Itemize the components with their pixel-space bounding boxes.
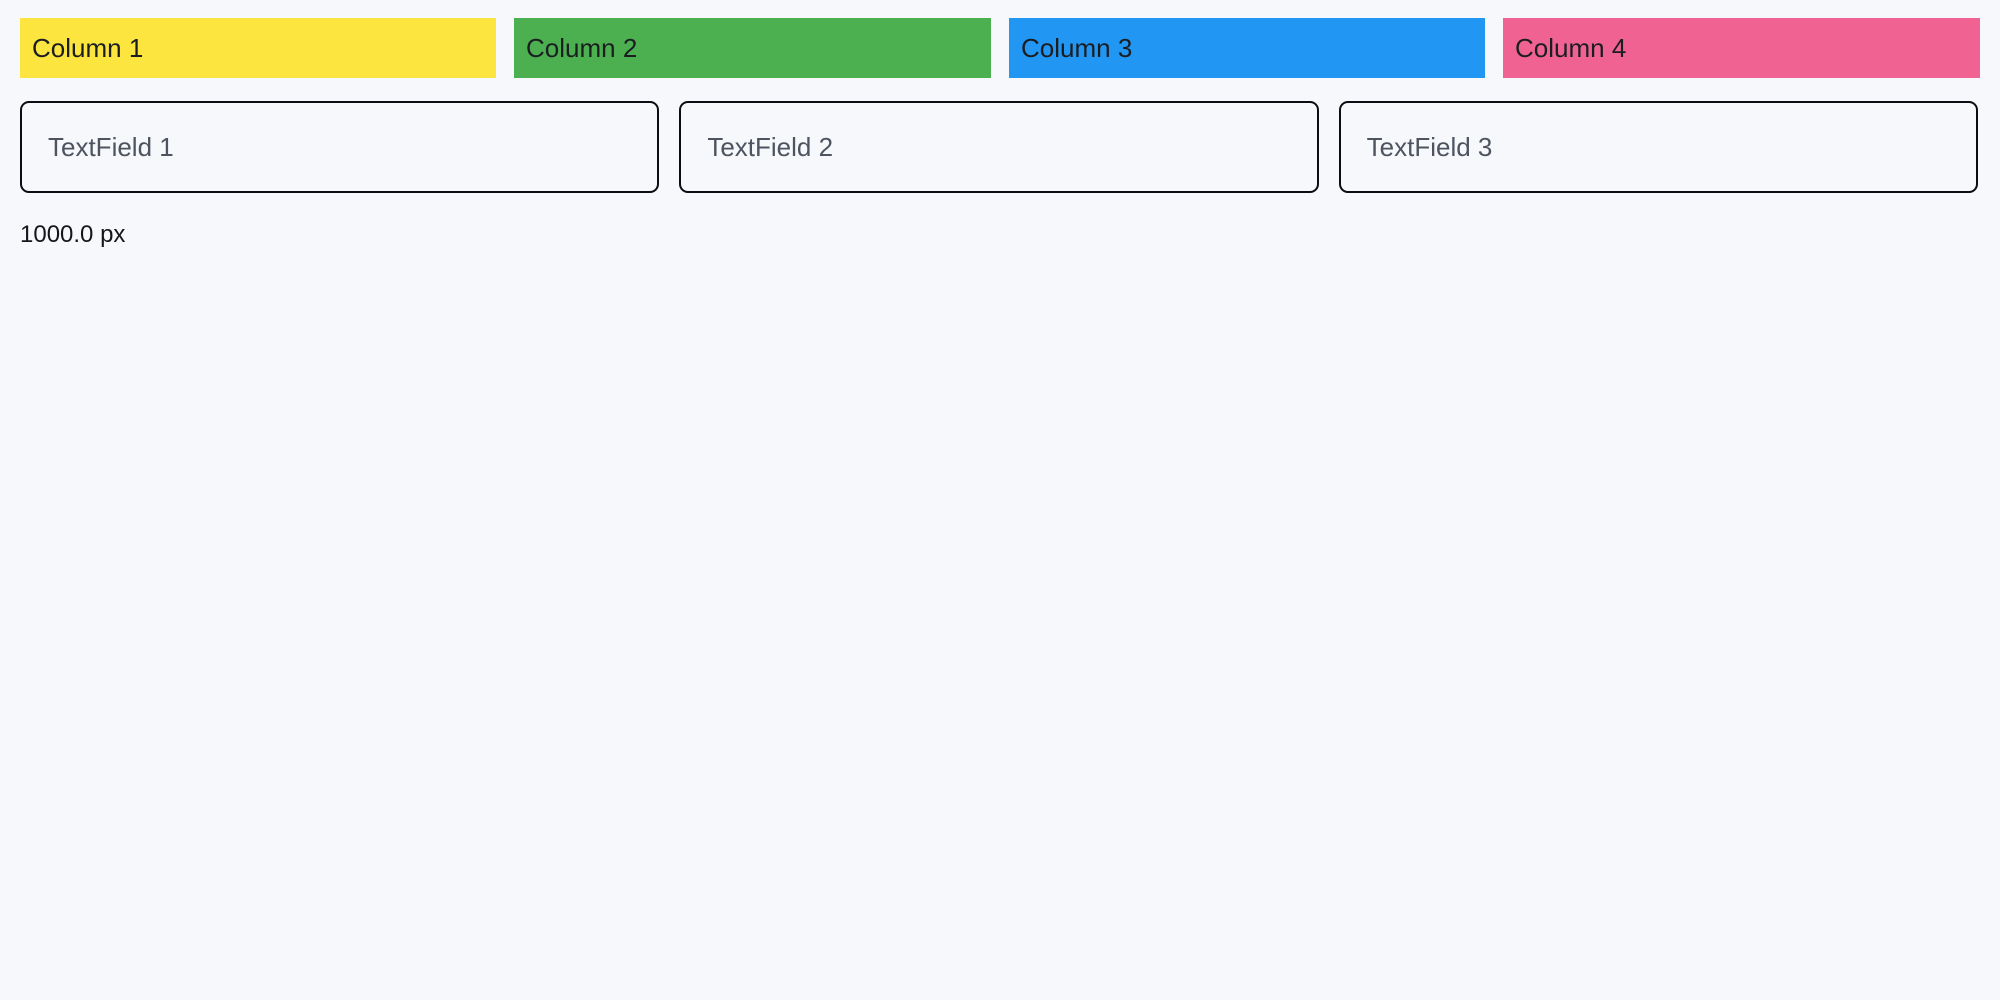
size-readout-label: 1000.0 px — [20, 221, 126, 248]
columns-row: Column 1 Column 2 Column 3 Column 4 — [20, 18, 1980, 78]
text-field-1-placeholder: TextField 1 — [48, 132, 174, 162]
column-block-3-label: Column 3 — [1021, 33, 1133, 63]
text-field-2-placeholder: TextField 2 — [707, 132, 834, 162]
column-block-4[interactable]: Column 4 — [1503, 18, 1980, 78]
text-field-3[interactable]: TextField 3 — [1338, 101, 1978, 193]
column-block-4-label: Column 4 — [1515, 33, 1627, 63]
column-block-3[interactable]: Column 3 — [1009, 18, 1486, 78]
textfields-row: TextField 1 TextField 2 TextField 3 — [20, 101, 1978, 193]
column-block-1-label: Column 1 — [32, 33, 144, 63]
text-field-1[interactable]: TextField 1 — [20, 101, 660, 193]
text-field-2[interactable]: TextField 2 — [679, 101, 1319, 193]
column-block-2[interactable]: Column 2 — [514, 18, 991, 78]
text-field-3-placeholder: TextField 3 — [1366, 132, 1493, 162]
column-block-1[interactable]: Column 1 — [20, 18, 497, 78]
column-block-2-label: Column 2 — [526, 33, 638, 63]
